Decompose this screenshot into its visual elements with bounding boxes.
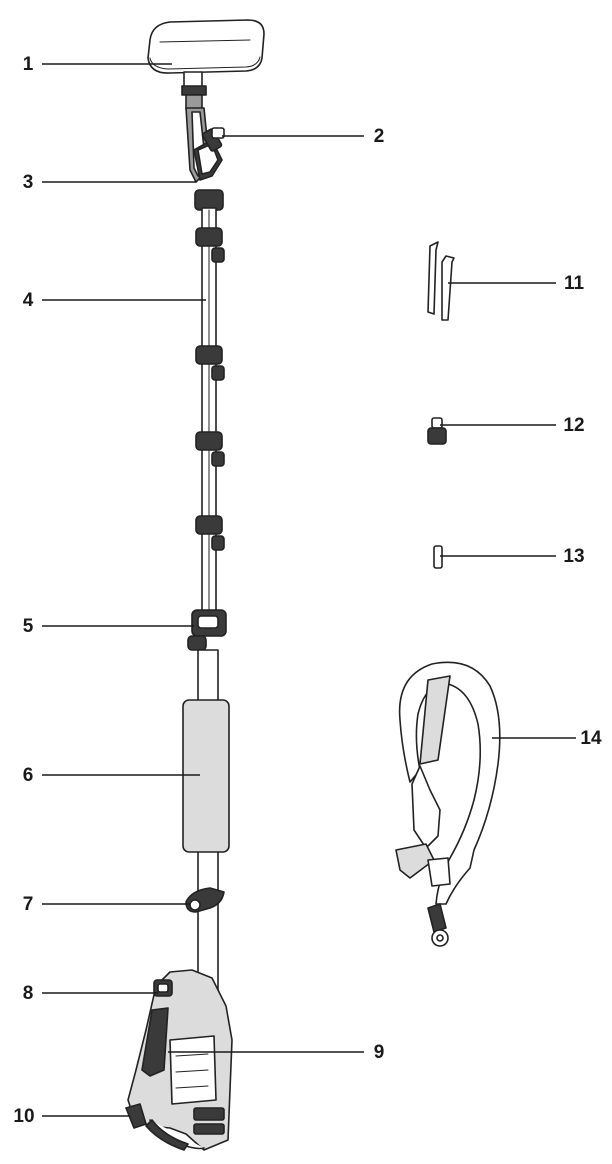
spray-gun [127, 969, 233, 1151]
callout-number-6: 6 [23, 765, 34, 786]
callout-number-14: 14 [580, 728, 602, 749]
foam-grip [182, 699, 230, 853]
callout-number-9: 9 [374, 1042, 385, 1063]
nozzle [427, 417, 447, 445]
callout-number-8: 8 [23, 983, 34, 1004]
callout-numbers: 1 2 3 4 5 6 7 8 9 10 11 12 13 14 [13, 54, 602, 1127]
callout-number-7: 7 [23, 894, 34, 915]
safety-lock [153, 979, 173, 997]
pole-clamp [195, 431, 225, 467]
callout-number-13: 13 [563, 546, 584, 567]
main-pole-clamp [187, 609, 227, 651]
wand-assembly [125, 19, 265, 1151]
telescopic-pole [195, 207, 225, 619]
upper-collar [194, 189, 224, 211]
callout-number-5: 5 [23, 616, 34, 637]
callout-number-12: 12 [563, 415, 584, 436]
pin [433, 545, 443, 569]
callout-number-11: 11 [564, 273, 585, 294]
callout-number-3: 3 [23, 172, 34, 193]
callout-number-1: 1 [23, 54, 34, 75]
hex-keys [427, 241, 455, 321]
hose-clip [185, 887, 225, 913]
pole-clamp [195, 227, 225, 263]
adapter-knob [201, 127, 225, 152]
pole-clamp [195, 345, 225, 381]
callout-number-10: 10 [13, 1106, 34, 1127]
shoulder-strap [395, 661, 501, 947]
callout-number-4: 4 [23, 290, 34, 311]
callout-number-2: 2 [374, 126, 385, 147]
trigger [125, 1103, 205, 1151]
angle-adapter [185, 107, 223, 183]
callout-leaders [42, 63, 576, 1117]
pole-clamp [195, 515, 225, 551]
